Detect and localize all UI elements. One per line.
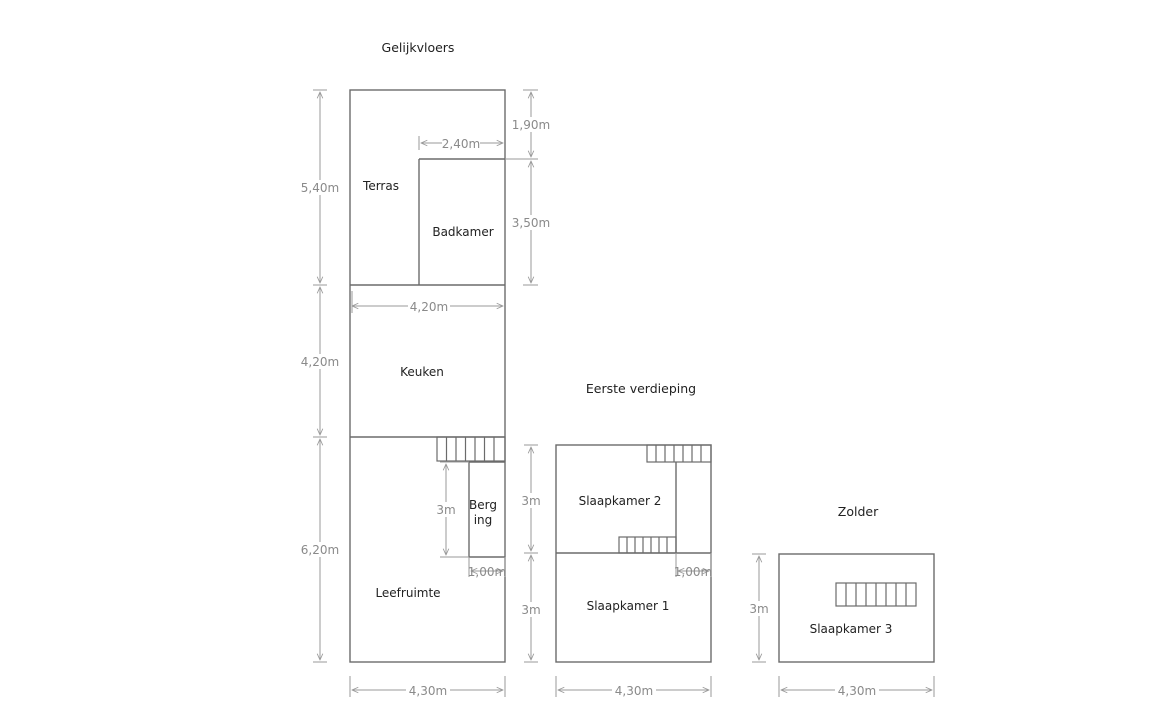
room-slaapkamer-2: Slaapkamer 2 [579,494,662,508]
room-slaapkamer-1: Slaapkamer 1 [587,599,670,613]
first-upper-stair [646,444,712,463]
attic-outer-wall [778,553,935,663]
attic-stairs [835,582,917,607]
first-dimensions [519,444,712,698]
room-badkamer: Badkamer [432,225,493,239]
dim-badkamer-height: 3,50m [512,216,550,230]
dim-berging-width: 1,00m [468,565,506,579]
dim-keuken-width: 4,20m [410,300,448,314]
dim-terras-top: 1,90m [512,118,550,132]
ground-floor-title: Gelijkvloers [382,40,455,55]
dim-first-width: 4,30m [615,684,653,698]
dim-attic-width: 4,30m [838,684,876,698]
room-berging-line1: Berg [469,498,497,512]
ground-dimensions [300,89,551,698]
ground-stair-outline [436,436,506,462]
dim-badkamer-width: 2,40m [442,137,480,151]
first-stairs [618,444,712,554]
dim-leefruimte-height: 6,20m [301,543,339,557]
attic-walls [778,553,935,663]
room-berging-line2: ing [474,513,493,527]
room-keuken: Keuken [400,365,444,379]
dim-ground-total-top: 5,40m [301,181,339,195]
room-terras: Terras [362,179,399,193]
first-lower-stair [618,536,677,554]
dim-keuken-height: 4,20m [301,355,339,369]
dim-slaapkamer-2-height: 3m [521,494,540,508]
dim-slaapkamer-1-height: 3m [521,603,540,617]
dim-attic-height: 3m [749,602,768,616]
ground-stairs [436,436,506,462]
ground-outer-wall [349,89,506,663]
room-leefruimte: Leefruimte [375,586,440,600]
dim-ground-width: 4,30m [409,684,447,698]
dim-berging-height: 3m [436,503,455,517]
first-floor-title: Eerste verdieping [586,381,696,396]
attic-title: Zolder [838,504,879,519]
attic-dimensions [747,553,935,698]
room-slaapkamer-3: Slaapkamer 3 [810,622,893,636]
dim-first-small-width: 1,00m [674,565,712,579]
